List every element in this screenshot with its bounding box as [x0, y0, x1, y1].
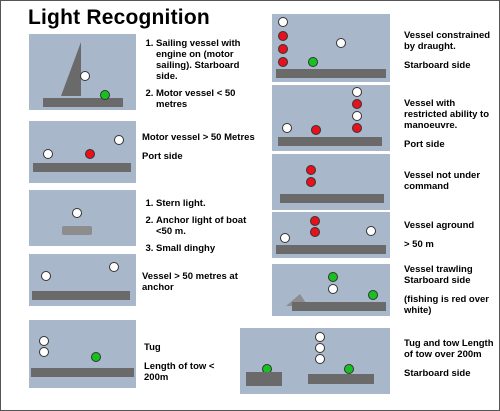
caption-line: Starboard side [404, 368, 471, 379]
green-starboard-light [100, 90, 110, 100]
white-light [352, 111, 362, 121]
white-masthead-light [39, 336, 49, 346]
caption-line: > 50 m [404, 239, 434, 250]
green-tow-light [344, 364, 354, 374]
green-starboard-light [91, 352, 101, 362]
caption-line: Tug and tow Length of tow over 200m [404, 338, 494, 360]
red-port-light [85, 149, 95, 159]
trawling-caption: Vessel trawling Starboard side (fishing … [404, 264, 496, 316]
red-light [352, 123, 362, 133]
hull [280, 194, 384, 203]
red-light [310, 227, 320, 237]
white-masthead-light [282, 123, 292, 133]
tow-hull [246, 372, 282, 386]
white-anchor-light [41, 271, 51, 281]
red-port-light [311, 125, 321, 135]
trawling-panel [272, 264, 390, 316]
caption-line: (fishing is red over white) [404, 294, 489, 316]
white-masthead-light [278, 17, 288, 27]
white-anchor-light [366, 226, 376, 236]
caption-item: Motor vessel < 50 metres [156, 88, 262, 110]
page-title: Light Recognition [28, 6, 210, 29]
red-light [278, 44, 288, 54]
green-starboard-light [308, 57, 318, 67]
aground-panel [272, 212, 390, 258]
anchored-dinghy-caption: Stern light. Anchor light of boat <50 m.… [142, 198, 262, 260]
white-anchor-light [280, 233, 290, 243]
hull [276, 245, 386, 254]
white-masthead-light [315, 354, 325, 364]
sailing-vessel-panel [29, 34, 136, 110]
red-light [278, 31, 288, 41]
green-trawling-light [328, 272, 338, 282]
red-light [306, 177, 316, 187]
white-masthead-light [315, 332, 325, 342]
caption-line: Vessel not under command [404, 170, 481, 192]
hull [276, 69, 386, 78]
hull [43, 98, 123, 107]
white-masthead-light [336, 38, 346, 48]
tug-caption: Tug Length of tow < 200m [144, 342, 224, 383]
caption-item: Small dinghy [156, 243, 262, 254]
hull [31, 368, 134, 377]
caption-line: Length of tow < 200m [144, 361, 215, 383]
not-under-command-panel [272, 154, 390, 210]
caption-item: Anchor light of boat <50 m. [156, 215, 262, 237]
caption-item: Stern light. [156, 198, 262, 209]
restricted-manoeuvre-caption: Vessel with restricted ability to manoeu… [404, 98, 500, 150]
tug-hull [308, 374, 374, 384]
caption-line: Tug [144, 342, 161, 353]
draught-panel [272, 14, 390, 82]
hull [292, 302, 386, 311]
tug-and-tow-panel [240, 328, 390, 394]
white-anchor-light [72, 208, 82, 218]
white-masthead-light [80, 71, 90, 81]
white-trawling-light [328, 284, 338, 294]
green-starboard-light [368, 290, 378, 300]
red-light [310, 216, 320, 226]
anchored-vessel-panel [29, 254, 136, 306]
motor-vessel-caption: Motor vessel > 50 Metres Port side [142, 132, 262, 162]
anchored-vessel-caption: Vessel > 50 metres at anchor [142, 271, 252, 293]
caption-line: Vessel constrained by draught. [404, 30, 491, 52]
white-masthead-light [43, 149, 53, 159]
caption-line: Vessel aground [404, 220, 475, 231]
motor-vessel-panel [29, 121, 136, 183]
red-light [278, 57, 288, 67]
tug-panel [29, 320, 136, 388]
white-masthead-light [114, 135, 124, 145]
hull [33, 163, 131, 172]
hull [278, 137, 382, 146]
caption-line: Motor vessel > 50 Metres [142, 132, 255, 143]
caption-item: Sailing vessel with engine on (motor sai… [156, 38, 262, 82]
caption-line: Vessel > 50 metres at anchor [142, 271, 238, 293]
aground-caption: Vessel aground > 50 m [404, 220, 494, 250]
white-light [352, 87, 362, 97]
caption-line: Vessel with restricted ability to manoeu… [404, 98, 489, 131]
white-masthead-light [39, 347, 49, 357]
tug-and-tow-caption: Tug and tow Length of tow over 200m Star… [404, 338, 496, 379]
anchored-dinghy-panel [29, 190, 136, 246]
caption-line: Vessel trawling Starboard side [404, 264, 473, 286]
sail-icon [61, 42, 81, 96]
caption-line: Port side [404, 139, 445, 150]
sailing-vessel-caption: Sailing vessel with engine on (motor sai… [142, 38, 262, 116]
caption-line: Starboard side [404, 60, 471, 71]
red-light [352, 99, 362, 109]
draught-caption: Vessel constrained by draught. Starboard… [404, 30, 494, 71]
restricted-manoeuvre-panel [272, 85, 390, 151]
white-anchor-light [109, 262, 119, 272]
caption-line: Port side [142, 151, 183, 162]
white-masthead-light [315, 343, 325, 353]
not-under-command-caption: Vessel not under command [404, 170, 490, 192]
hull [32, 291, 130, 300]
dinghy-hull [62, 226, 92, 235]
red-light [306, 165, 316, 175]
